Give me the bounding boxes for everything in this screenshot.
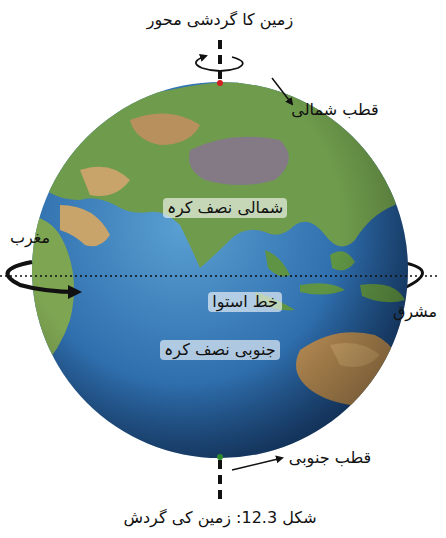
hemisphere-label: شمالی نصف کرہ — [163, 198, 287, 219]
equator-label: خط استوا — [208, 292, 282, 313]
axis-label: زمین کا گردشی محور — [147, 10, 293, 31]
pole-label: قطب جنوبی — [289, 448, 371, 469]
figure-caption: شکل 12.3: زمین کی گردش — [123, 508, 316, 529]
hemisphere-label: جنوبی نصف کرہ — [160, 340, 279, 361]
direction-label: مغرب — [10, 228, 50, 249]
pole-label: قطب شمالی — [291, 100, 378, 121]
direction-label: مشرق — [393, 302, 437, 323]
